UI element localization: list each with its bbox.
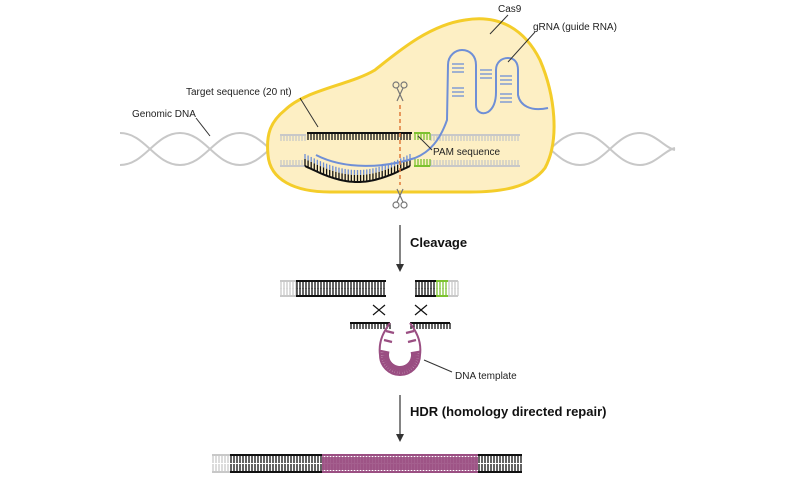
repair-black-right-bottom: [478, 464, 522, 473]
grna-stem-loops: [452, 63, 512, 103]
frag-right-grey-top: [448, 280, 459, 289]
genomic-dna-leader: [195, 117, 211, 137]
pam-sequence-mark-bottom: [414, 159, 431, 167]
pam-bottom-ladder: [414, 159, 431, 167]
repair-black-left-top: [230, 454, 322, 463]
flank-bottom-left: [280, 160, 306, 167]
cas9-protein: [266, 17, 556, 194]
dna-template: [350, 322, 451, 376]
frag-left-black-bottom: [296, 288, 386, 297]
scissors-icon: [392, 81, 408, 102]
frag-right-black-top: [415, 280, 436, 289]
grna-leader: [507, 31, 536, 63]
step-hdr: HDR (homology directed repair): [410, 404, 606, 419]
target-sequence-label: Target sequence (20 nt): [186, 87, 292, 98]
template-right-arm: [410, 322, 451, 329]
pam-leader: [417, 135, 433, 151]
frag-left-black-top: [296, 280, 386, 289]
grna-strand: [315, 48, 549, 167]
frag-right-pam-top: [436, 280, 448, 289]
repaired-dna: [212, 454, 522, 473]
repair-grey-left-bottom: [212, 464, 230, 473]
flank-bottom-right: [430, 160, 520, 167]
cross-icon: [372, 304, 386, 316]
target-top-ladder: [307, 132, 412, 140]
repair-black-right-top: [478, 454, 522, 463]
repair-grey-left-top: [212, 454, 230, 463]
genomic-dna-label: Genomic DNA: [132, 109, 196, 120]
target-strand-top: [307, 132, 412, 140]
frag-left-grey-top: [280, 280, 297, 289]
hdr-arrowhead: [396, 434, 404, 442]
grna-label: gRNA (guide RNA): [533, 22, 617, 33]
cas9-leader: [489, 14, 509, 35]
grna-backbone: [315, 48, 549, 167]
dna-template-leader: [423, 359, 453, 373]
flank-top-right: [430, 134, 520, 141]
scissors-icon: [392, 188, 408, 209]
frag-right-pam-bottom: [436, 288, 448, 297]
frag-right-black-bottom: [415, 288, 436, 297]
frag-left-grey-bottom: [280, 288, 297, 297]
frag-right-grey-bottom: [448, 288, 459, 297]
pam-sequence-label: PAM sequence: [433, 147, 501, 158]
dna-template-label: DNA template: [455, 371, 517, 382]
repair-black-left-bottom: [230, 464, 322, 473]
step-cleavage: Cleavage: [410, 235, 467, 250]
cross-icon: [414, 304, 428, 316]
dna-flanks: [280, 134, 520, 167]
target-sequence-leader: [299, 97, 319, 128]
template-left-arm: [350, 322, 391, 329]
cleaved-dna-fragments: [280, 280, 459, 297]
cleavage-arrowhead: [396, 264, 404, 272]
cas9-label: Cas9: [498, 4, 522, 15]
flank-top-left: [280, 134, 306, 141]
